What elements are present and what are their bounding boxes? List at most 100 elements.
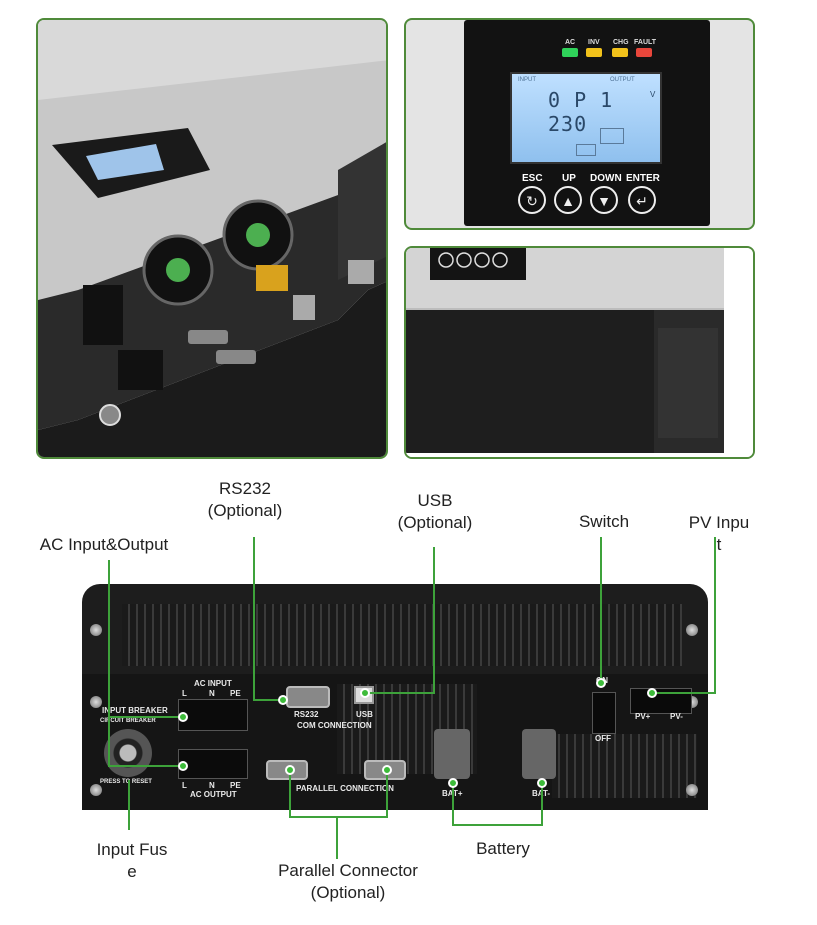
usb-callout: USB (Optional) [397, 491, 473, 532]
rs232-port-text: RS232 [294, 710, 319, 719]
usb-leader-v [433, 547, 435, 693]
inverter-open-view-panel [36, 18, 388, 459]
enter-icon: ↵ [636, 193, 648, 209]
switch-leader-v [600, 537, 602, 682]
screw-top-left [90, 624, 102, 636]
enter-button[interactable]: ↵ [628, 186, 656, 214]
parallel-dot-1 [285, 765, 295, 775]
refresh-icon: ↻ [526, 193, 538, 209]
parallel-leader-h [289, 816, 388, 818]
enter-button-label: ENTER [626, 173, 660, 184]
side-closeup-panel [404, 246, 755, 459]
power-switch[interactable] [592, 692, 616, 734]
parallel-callout: Parallel Connector (Optional) [278, 861, 418, 902]
battery-callout: Battery [476, 839, 530, 858]
fault-led [636, 48, 652, 57]
ac-leader-h1 [108, 716, 183, 718]
rs232-callout: RS232 (Optional) [207, 479, 283, 520]
pv-minus-text: PV- [670, 712, 683, 721]
esc-button[interactable]: ↻ [518, 186, 546, 214]
battery-positive-terminal[interactable] [434, 729, 470, 779]
battery-leader-r [541, 785, 543, 825]
ac-input-dot [178, 712, 188, 722]
usb-port-text: USB [356, 710, 373, 719]
usb-leader-h [365, 692, 435, 694]
rs232-port[interactable] [286, 686, 330, 708]
parallel-connection-text: PARALLEL CONNECTION [296, 784, 394, 793]
ac-input-text: AC INPUT [194, 679, 232, 688]
down-triangle-icon: ▼ [597, 193, 611, 209]
side-closeup-illustration [406, 248, 753, 457]
rear-panel-body: AC INPUT L N PE INPUT BREAKER L N PE AC … [82, 584, 708, 810]
rs232-leader-v [253, 537, 255, 700]
ac-input-n-text: N [209, 689, 215, 698]
ac-output-text: AC OUTPUT [190, 790, 237, 799]
up-triangle-icon: ▲ [561, 193, 575, 209]
pv-plus-text: PV+ [635, 712, 651, 721]
pv-input-callout: PV Inpu t [688, 513, 750, 554]
lcd-output-label: OUTPUT [610, 77, 635, 83]
up-button[interactable]: ▲ [554, 186, 582, 214]
battery-leader-l [452, 785, 454, 825]
usb-dot [360, 688, 370, 698]
ac-input-pe-text: PE [230, 689, 241, 698]
chg-led-label: CHG [613, 39, 629, 46]
lcd-unit: V [650, 90, 656, 99]
rs232-dot [278, 695, 288, 705]
ac-input-terminal[interactable] [178, 699, 248, 731]
down-button[interactable]: ▼ [590, 186, 618, 214]
pv-leader-v [714, 537, 716, 693]
fuse-leader-v [128, 780, 130, 830]
esc-button-label: ESC [522, 173, 543, 184]
ac-input-l-text: L [182, 689, 187, 698]
lcd-input-label: INPUT [518, 77, 536, 83]
pv-dot [647, 688, 657, 698]
inv-led [586, 48, 602, 57]
input-breaker-text: INPUT BREAKER [102, 706, 168, 715]
ac-leader-h2 [108, 765, 183, 767]
lcd-battery-icon [576, 144, 596, 156]
screw-bottom-right [686, 784, 698, 796]
lcd-load-icon [600, 128, 624, 144]
down-button-label: DOWN [590, 173, 622, 184]
parallel-dot-2 [382, 765, 392, 775]
battery-dot-2 [537, 778, 547, 788]
parallel-leader-stem [336, 816, 338, 859]
chg-led [612, 48, 628, 57]
circuit-breaker-knob[interactable] [104, 729, 152, 777]
press-to-reset-text: PRESS TO RESET [100, 779, 152, 785]
rear-right-vent [552, 734, 697, 798]
ac-led [562, 48, 578, 57]
pv-leader-h [652, 692, 716, 694]
ac-output-l-text: L [182, 781, 187, 790]
switch-off-text: OFF [595, 734, 611, 743]
ac-leader-v [108, 560, 110, 766]
parallel-leader-r [386, 775, 388, 817]
fault-led-label: FAULT [634, 39, 657, 46]
screw-mid-left [90, 696, 102, 708]
control-panel-face: AC INV CHG FAULT INPUT OUTPUT 0 P 1 230 … [464, 20, 710, 226]
ac-output-terminal[interactable] [178, 749, 248, 779]
ac-output-n-text: N [209, 781, 215, 790]
battery-dot-1 [448, 778, 458, 788]
lcd-main-reading: 0 P 1 230 [548, 88, 614, 136]
up-button-label: UP [562, 173, 576, 184]
battery-leader-h [452, 824, 543, 826]
lcd-closeup-panel: AC INV CHG FAULT INPUT OUTPUT 0 P 1 230 … [404, 18, 755, 230]
screw-top-right [686, 624, 698, 636]
lcd-screen: INPUT OUTPUT 0 P 1 230 V [510, 72, 662, 164]
input-fuse-callout: Input Fus e [96, 840, 168, 881]
rear-top-vent [122, 604, 682, 666]
inv-led-label: INV [588, 39, 600, 46]
ac-output-pe-text: PE [230, 781, 241, 790]
parallel-leader-l [289, 775, 291, 817]
rs232-leader-h [253, 699, 283, 701]
circuit-breaker-text: CIRCUIT BREAKER [100, 718, 156, 724]
switch-callout: Switch [578, 512, 630, 531]
switch-dot [596, 678, 606, 688]
ac-io-callout: AC Input&Output [39, 535, 169, 554]
ac-output-dot [178, 761, 188, 771]
ac-led-label: AC [565, 39, 576, 46]
battery-negative-terminal[interactable] [522, 729, 556, 779]
inverter-open-view-illustration [38, 20, 386, 457]
